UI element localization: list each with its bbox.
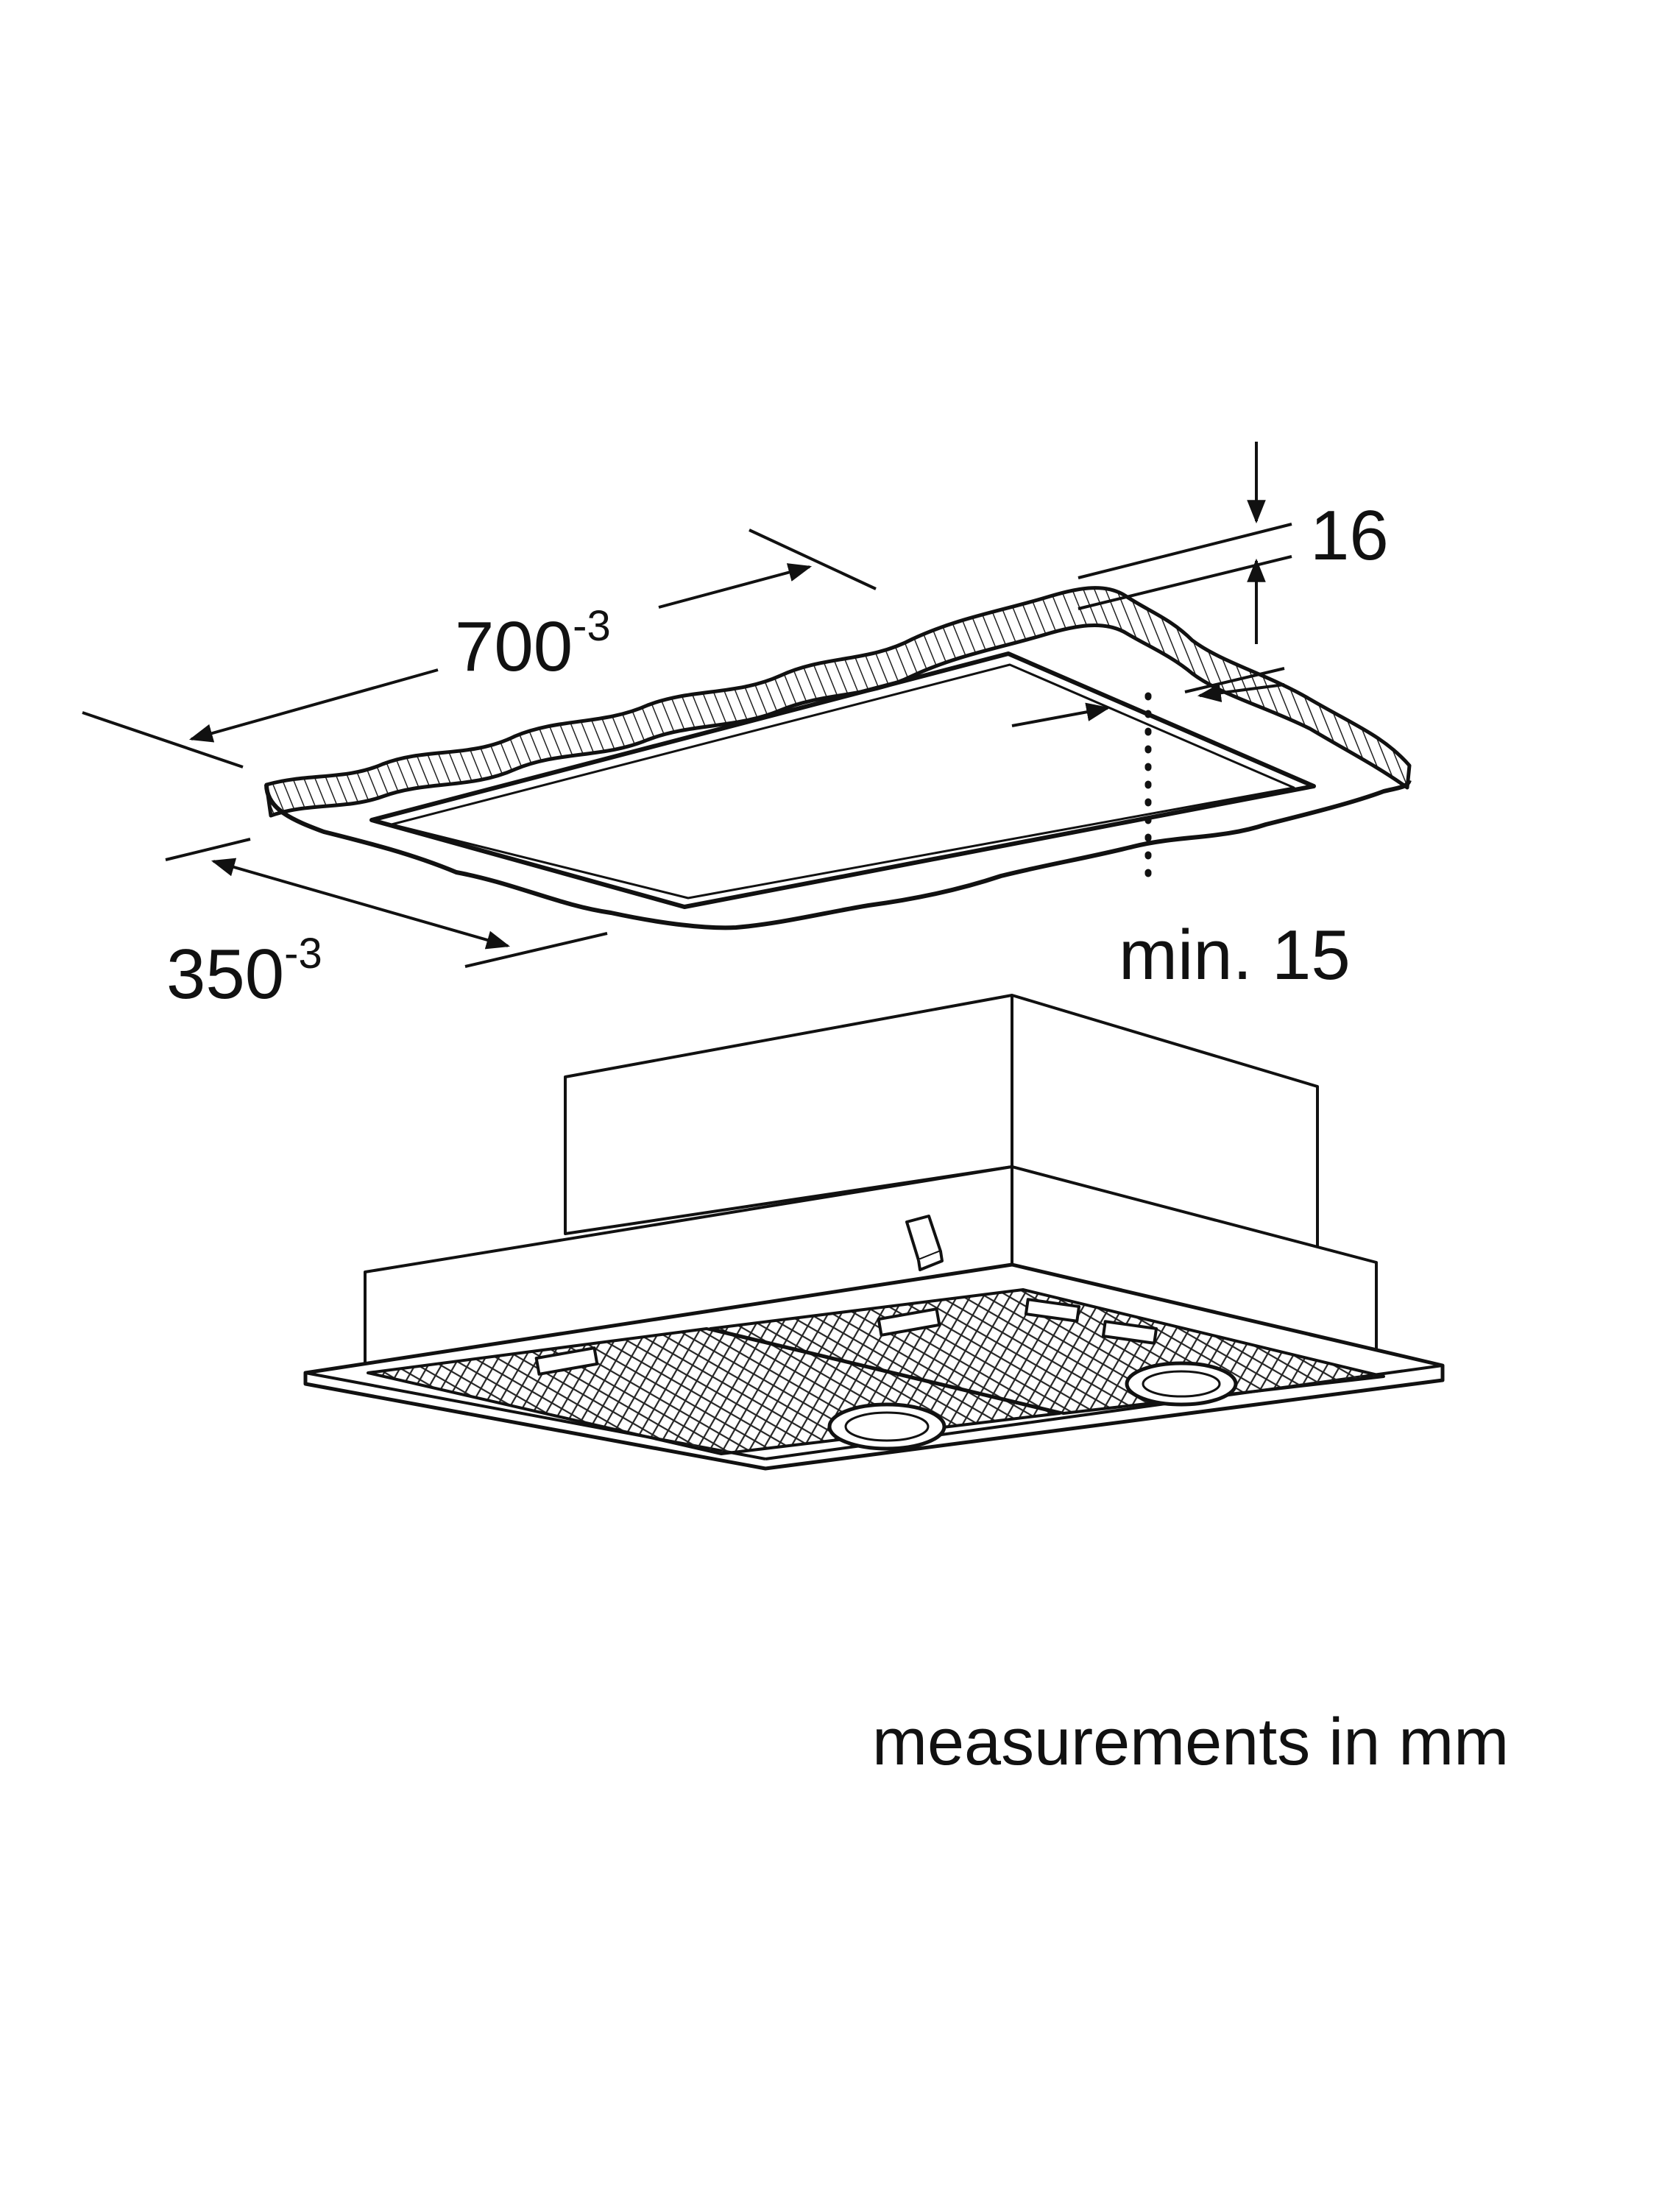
- hood-insert: [303, 994, 1445, 1471]
- clearance-value: min. 15: [1119, 916, 1351, 994]
- width-value: 700: [455, 607, 573, 686]
- units-note-text: measurements in mm: [872, 1706, 1510, 1779]
- panel-cut-edge: [264, 586, 1412, 818]
- depth-dimension-label: 350-3: [166, 933, 322, 1010]
- thickness-dimension-label: 16: [1310, 501, 1389, 571]
- thickness-value: 16: [1310, 496, 1389, 575]
- depth-tolerance: -3: [284, 930, 322, 978]
- width-tolerance: -3: [573, 602, 611, 650]
- ceiling-panel: [264, 586, 1412, 930]
- width-dimension-label: 700-3: [455, 605, 611, 682]
- depth-value: 350: [166, 935, 285, 1014]
- units-note: measurements in mm: [872, 1709, 1509, 1775]
- dimension-lines: [82, 442, 1292, 968]
- cutout-opening: [369, 651, 1316, 909]
- filter-handle-icon: [534, 1346, 599, 1376]
- clearance-dimension-label: min. 15: [1119, 920, 1351, 991]
- cutout-opening-inner: [390, 663, 1295, 900]
